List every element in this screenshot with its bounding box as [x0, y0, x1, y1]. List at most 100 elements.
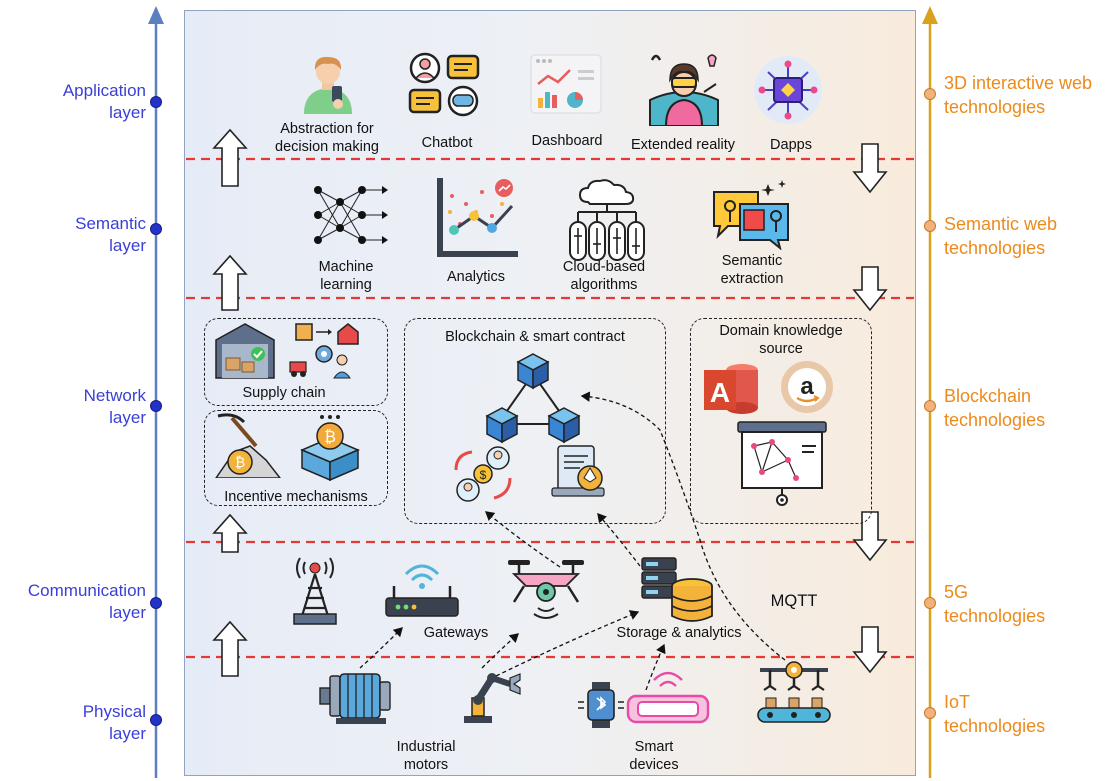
caption-line: Smart [634, 739, 674, 755]
right-axis-arrowhead [922, 6, 938, 24]
svg-text:₿: ₿ [235, 454, 245, 470]
caption-extended-reality: Extended reality [631, 137, 735, 153]
caption-mqtt: MQTT [770, 592, 818, 610]
neural-network-icon [314, 186, 388, 244]
warehouse-icon [215, 323, 275, 379]
left-axis-arrowhead [148, 6, 164, 24]
layer-label-network: Network layer [6, 385, 146, 429]
layer-label-application: Application layer [6, 80, 146, 124]
caption-line: Domain knowledge [719, 323, 843, 339]
extended-reality-icon [649, 54, 719, 126]
bitcoin-block-icon: ₿ [300, 415, 360, 482]
downward-arrows [852, 143, 888, 674]
label-line: 3D interactive web [944, 73, 1093, 93]
caption-supply-chain: Supply chain [242, 385, 326, 401]
upward-arrows [212, 128, 248, 677]
layer-dividers [186, 157, 914, 659]
caption-analytics: Analytics [446, 269, 506, 285]
left-dot-network [150, 400, 162, 412]
caption-machine-learning: Machine learning [306, 258, 386, 294]
label-line: technologies [944, 97, 1046, 117]
caption-line: Machine [318, 259, 374, 275]
label-line: layer [109, 603, 146, 622]
svg-text:$: $ [480, 468, 487, 482]
caption-line: extraction [720, 271, 784, 287]
amazon-icon: a [781, 361, 833, 413]
label-line: technologies [944, 716, 1046, 736]
caption-dashboard: Dashboard [531, 133, 603, 149]
caption-chatbot: Chatbot [421, 135, 473, 151]
crypto-exchange-icon: $ [454, 446, 512, 502]
amazon-glyph: a [800, 373, 814, 400]
robotic-arm-icon [464, 673, 521, 723]
caption-industrial-motors: Industrial motors [386, 738, 466, 774]
right-dot-iot [924, 707, 936, 719]
label-line: Blockchain [944, 386, 1032, 406]
knowledge-graph-board-icon [737, 421, 827, 506]
caption-line: motors [403, 757, 449, 773]
access-database-icon: A [704, 364, 758, 414]
cloud-algorithm-icon [569, 179, 645, 261]
tech-label-blockchain: Blockchain technologies [944, 384, 1117, 432]
drone-icon [508, 560, 584, 619]
caption-line: algorithms [570, 277, 638, 293]
tech-label-3d-web: 3D interactive web technologies [944, 71, 1117, 119]
label-line: Communication [27, 581, 146, 600]
smart-contract-icon [551, 445, 605, 497]
label-line: layer [109, 236, 146, 255]
layer-label-communication: Communication layer [6, 580, 146, 624]
dashboard-icon [530, 54, 602, 114]
caption-line: Semantic [721, 253, 783, 269]
incentive-box [204, 410, 388, 506]
right-dot-3d [924, 88, 936, 100]
database-server-icon [641, 557, 713, 622]
vr-headset-icon [626, 671, 710, 724]
caption-line: devices [629, 757, 679, 773]
blockchain-cubes-icon [485, 353, 581, 444]
caption-cloud-algorithms: Cloud-based algorithms [552, 258, 656, 294]
label-line: technologies [944, 606, 1046, 626]
tech-label-iot: IoT technologies [944, 690, 1117, 738]
domain-knowledge-box [690, 318, 872, 524]
label-line: Semantic web [944, 214, 1058, 234]
person-phone-icon [304, 56, 352, 114]
caption-incentive-mechanisms: Incentive mechanisms [224, 489, 368, 505]
analytics-icon [437, 178, 518, 257]
label-line: layer [109, 103, 146, 122]
caption-line: Cloud-based [562, 259, 646, 275]
gateway-router-icon [385, 564, 459, 617]
caption-abstraction: Abstraction for decision making [262, 120, 392, 156]
caption-blockchain-smart-contract: Blockchain & smart contract [445, 329, 625, 345]
data-flow-arrows [359, 391, 786, 691]
caption-line: Abstraction for [280, 121, 374, 137]
caption-line: source [759, 341, 803, 357]
access-glyph: A [710, 377, 730, 408]
left-dot-semantic [150, 223, 162, 235]
industrial-motor-icon [319, 673, 391, 724]
assembly-line-icon [757, 661, 831, 723]
label-line: Semantic [75, 214, 146, 233]
layer-label-semantic: Semantic layer [6, 213, 146, 257]
left-dot-communication [150, 597, 162, 609]
left-dot-physical [150, 714, 162, 726]
cell-tower-icon [293, 557, 337, 625]
right-dot-5g [924, 597, 936, 609]
mining-icon: ₿ [215, 413, 281, 478]
caption-gateways: Gateways [423, 625, 489, 641]
label-line: IoT [944, 692, 971, 712]
dapps-icon [754, 56, 822, 124]
left-dot-application [150, 96, 162, 108]
caption-storage-analytics: Storage & analytics [616, 625, 742, 641]
caption-line: Industrial [396, 739, 456, 755]
label-line: Network [83, 386, 146, 405]
label-line: layer [109, 724, 146, 743]
caption-smart-devices: Smart devices [624, 738, 684, 774]
svg-text:₿: ₿ [324, 428, 336, 446]
tech-label-semantic-web: Semantic web technologies [944, 212, 1117, 260]
chatbot-icon [408, 52, 480, 117]
caption-line: learning [320, 277, 372, 293]
semantic-extraction-icon [713, 180, 789, 250]
right-dot-semantic [924, 220, 936, 232]
